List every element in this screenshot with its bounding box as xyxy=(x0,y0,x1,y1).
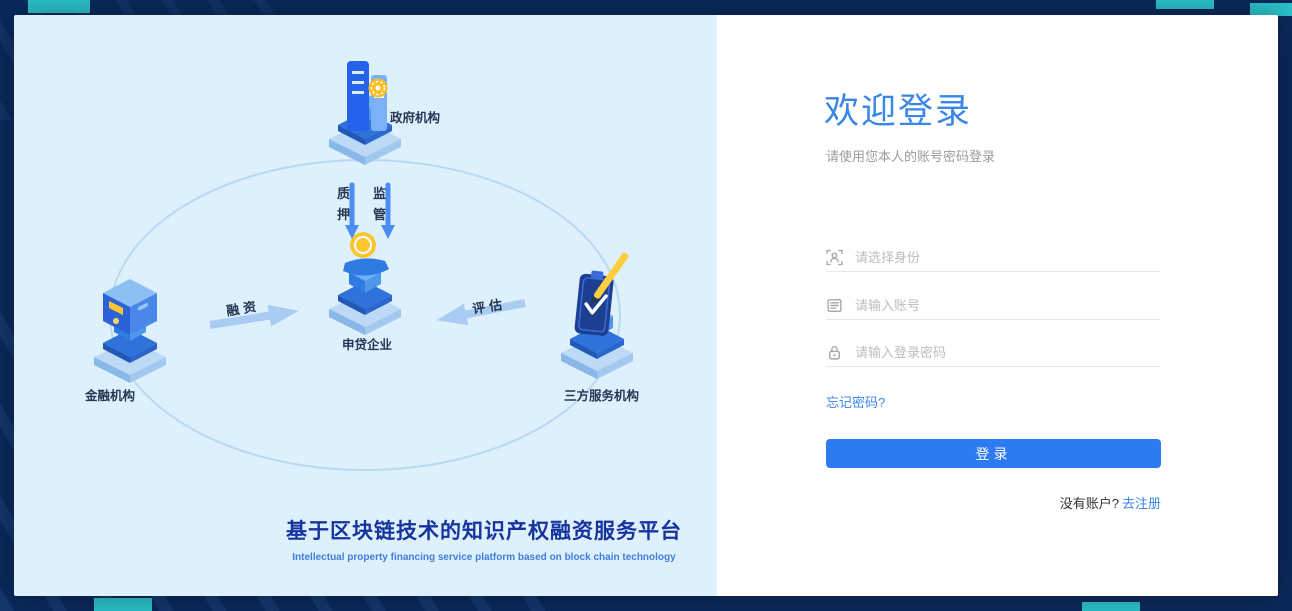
identity-icon xyxy=(826,249,843,265)
node-label-finance: 金融机构 xyxy=(85,389,136,403)
supervision-arrow xyxy=(381,182,395,239)
government-building-icon xyxy=(347,61,388,131)
login-subtitle: 请使用您本人的账号密码登录 xyxy=(826,149,996,164)
node-label-enterprise: 申贷企业 xyxy=(342,338,393,352)
pencil-icon xyxy=(589,252,629,306)
edge-label-supervision: 监管 xyxy=(372,186,386,222)
teal-accent-top-right-corner xyxy=(1250,3,1292,16)
no-account-text: 没有账户? xyxy=(1059,496,1119,511)
register-link[interactable]: 去注册 xyxy=(1121,496,1161,511)
teal-accent-bottom-right xyxy=(1082,602,1140,611)
password-field xyxy=(826,338,1161,367)
teal-accent-top-right xyxy=(1156,0,1214,9)
caption-english: Intellectual property financing service … xyxy=(292,552,676,563)
forgot-password-link[interactable]: 忘记密码? xyxy=(826,395,886,410)
platform-caption: 基于区块链技术的知识产权融资服务平台 Intellectual property… xyxy=(254,515,714,563)
login-card: 政府机构 金融机构 申贷企业 三方服务机构 质押 监管 融资 评估 基于区块链技… xyxy=(14,15,1278,596)
caption-chinese: 基于区块链技术的知识产权融资服务平台 xyxy=(286,520,682,543)
identity-field xyxy=(826,243,1161,272)
login-title: 欢迎登录 xyxy=(824,92,973,131)
teal-accent-top-left xyxy=(28,0,90,13)
flow-diagram xyxy=(94,61,633,471)
node-label-third-party: 三方服务机构 xyxy=(564,389,640,403)
safe-box-icon xyxy=(103,279,157,335)
login-panel: 欢迎登录 请使用您本人的账号密码登录 xyxy=(717,15,1278,596)
login-button[interactable]: 登录 xyxy=(826,439,1161,468)
register-row: 没有账户?去注册 xyxy=(1060,493,1161,512)
coin-hand-icon xyxy=(343,232,389,276)
account-icon xyxy=(827,298,842,312)
password-input[interactable] xyxy=(855,344,1161,360)
password-icon xyxy=(829,345,840,360)
node-label-government: 政府机构 xyxy=(390,111,441,125)
identity-select-input[interactable] xyxy=(855,249,1161,265)
pledge-arrow xyxy=(345,182,359,239)
account-field xyxy=(826,291,1161,320)
edge-label-pledge: 质押 xyxy=(336,186,350,222)
teal-accent-bottom-left xyxy=(94,598,152,611)
illustration-panel: 政府机构 金融机构 申贷企业 三方服务机构 质押 监管 融资 评估 基于区块链技… xyxy=(14,15,717,596)
account-input[interactable] xyxy=(855,297,1161,313)
